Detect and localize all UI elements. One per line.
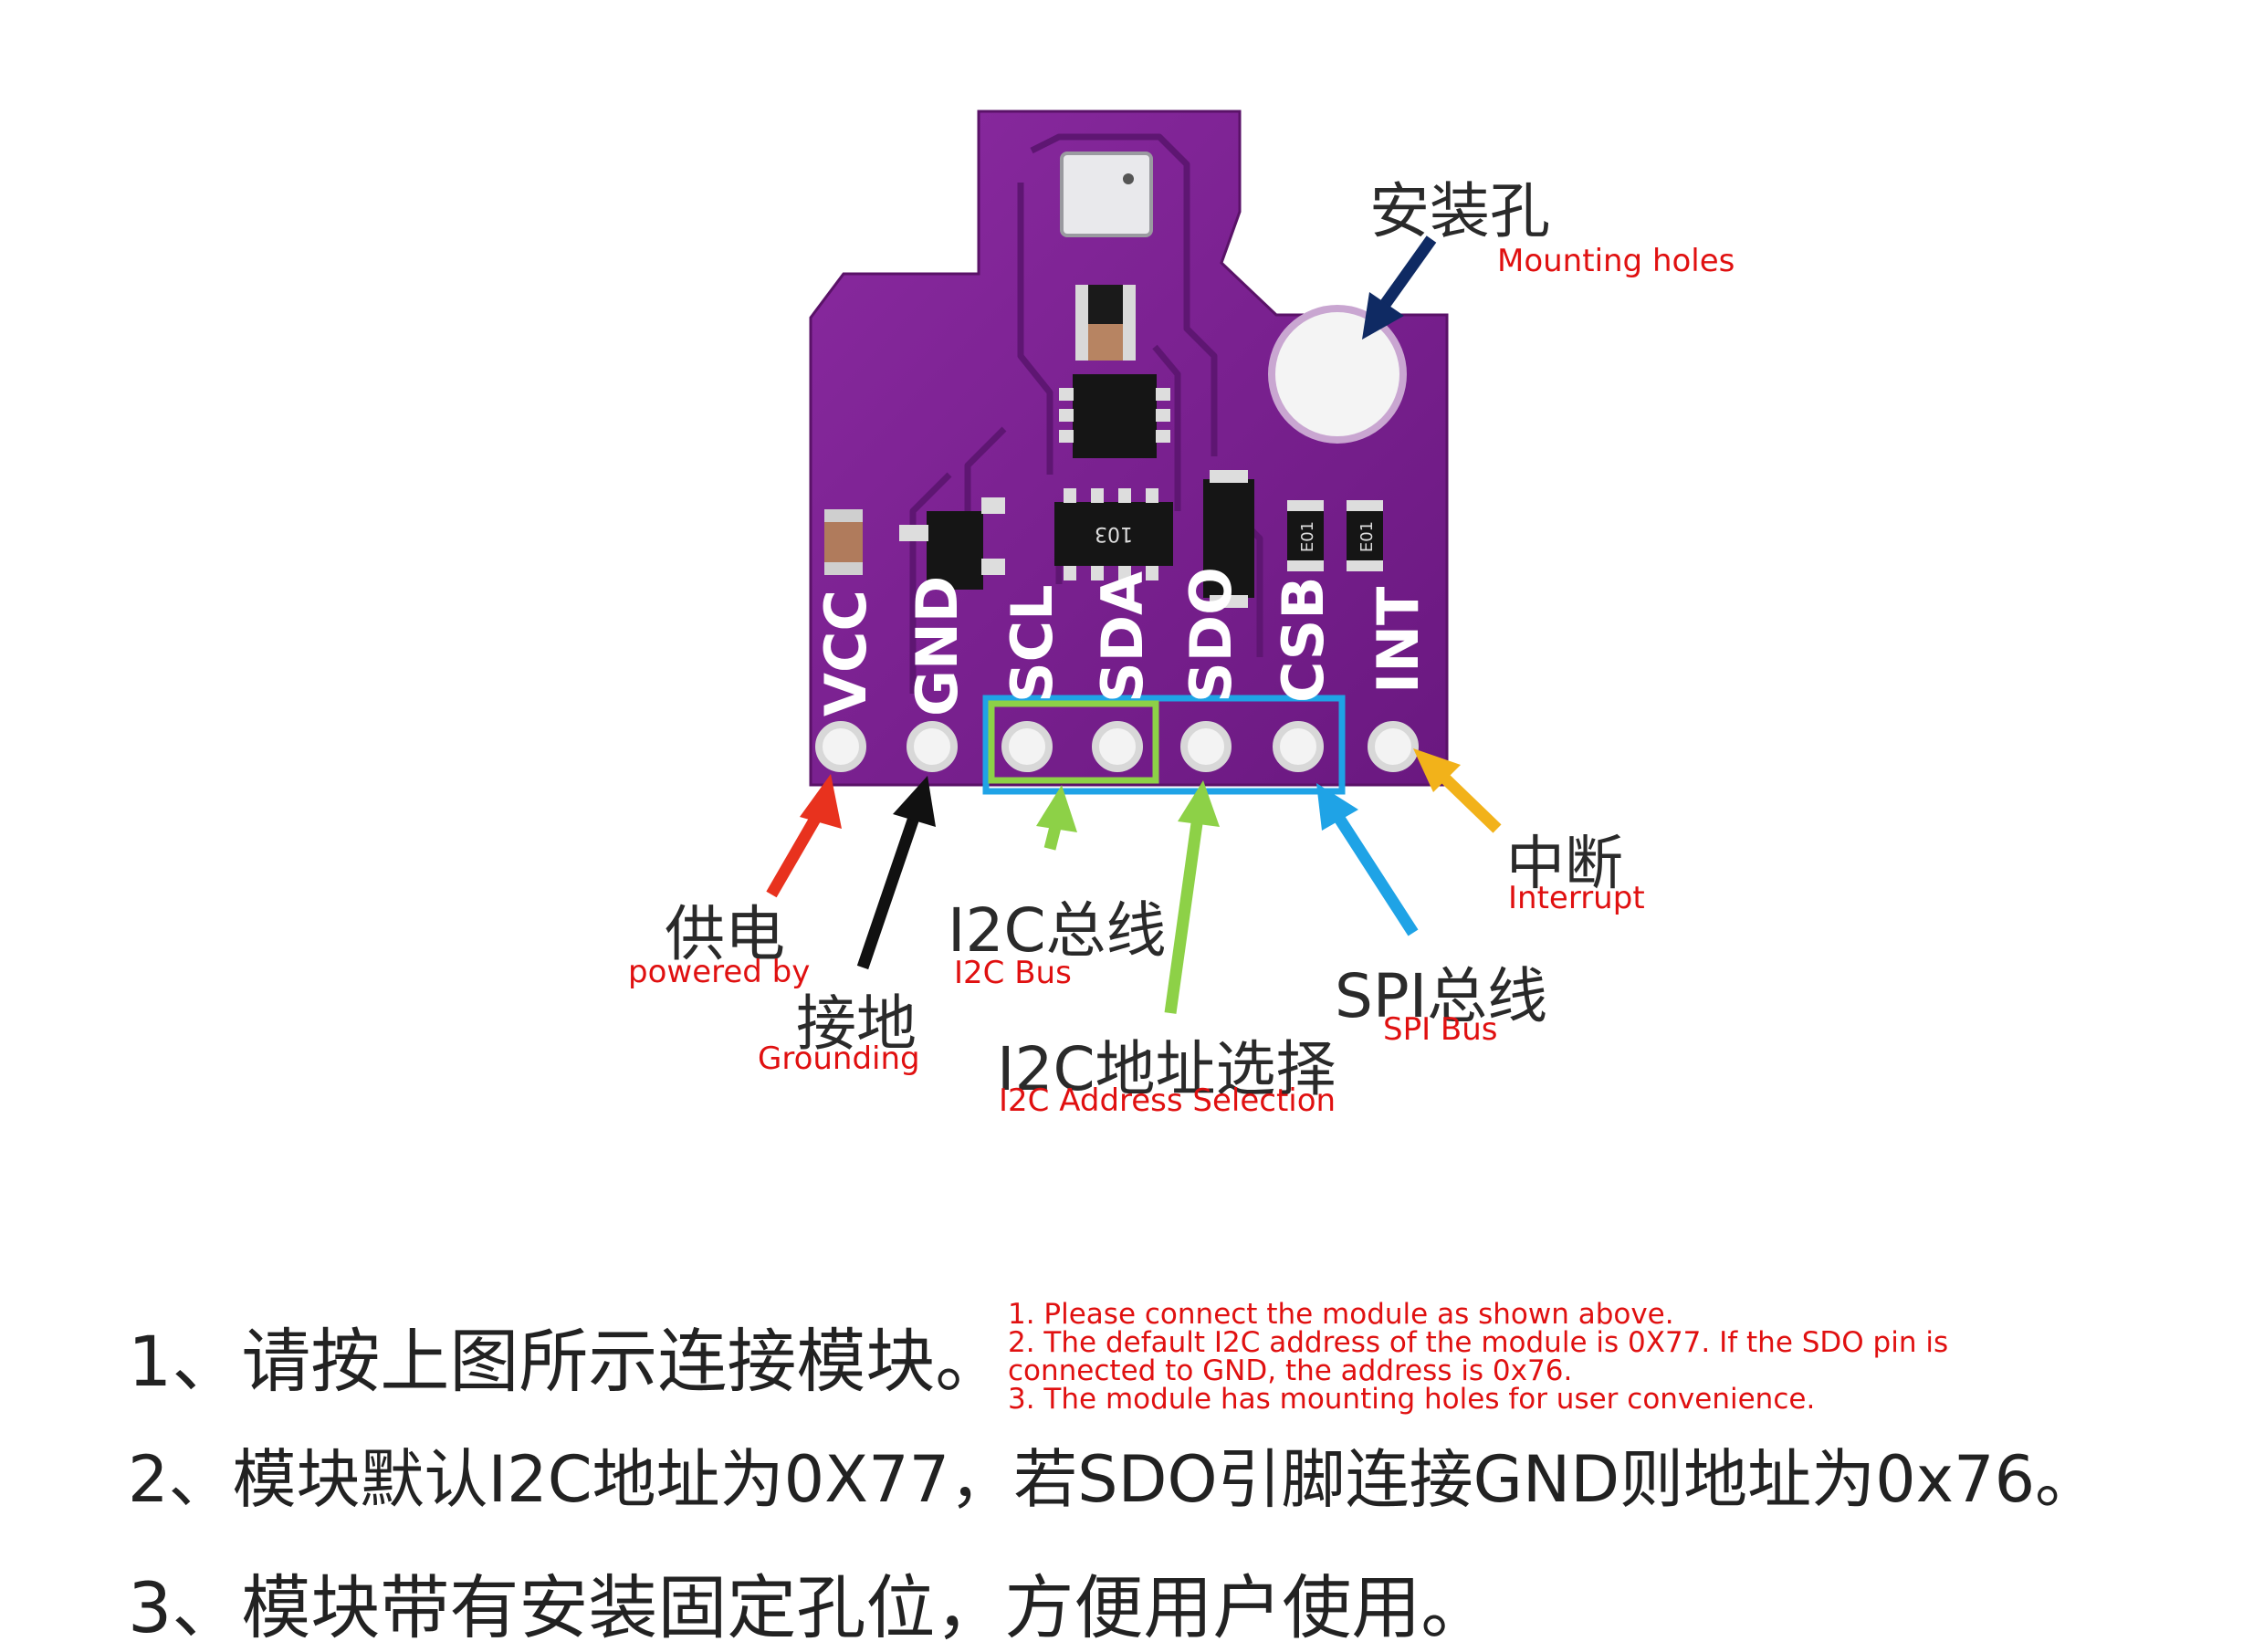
chip-mark-e01-b: E01 [1357, 521, 1377, 552]
label-i2c-bus-zh: I2C总线 [948, 895, 1167, 966]
notes-en: 1. Please connect the module as shown ab… [1008, 1301, 1948, 1414]
pin-label-sdo: SDO [1178, 567, 1244, 703]
pin-label-csb: CSB [1270, 576, 1336, 703]
label-mounting-zh: 安装孔 [1369, 176, 1550, 246]
ic-chip [1054, 488, 1173, 580]
i2c-bus-box [988, 700, 1159, 784]
note-3-zh: 3、模块带有安装固定孔位，方便用户使用。 [128, 1567, 1491, 1648]
sensor-chip [1060, 152, 1153, 237]
arrow-spi-bus [1316, 783, 1419, 936]
note-2b-en: connected to GND, the address is 0x76. [1008, 1354, 1573, 1387]
label-mounting-en: Mounting holes [1497, 243, 1735, 279]
passive-components [824, 285, 1136, 575]
pin-label-int: INT [1365, 586, 1431, 694]
mounting-hole [1268, 305, 1407, 444]
note-2-zh: 2、模块默认I2C地址为0X77，若SDO引脚连接GND则地址为0x76。 [128, 1442, 2100, 1517]
resistors [1287, 500, 1383, 571]
pin-label-sda: SDA [1089, 570, 1156, 703]
spi-bus-box [982, 695, 1346, 795]
note-3-en: 3. The module has mounting holes for use… [1008, 1383, 1816, 1416]
pin-label-scl: SCL [999, 584, 1065, 703]
diode [1203, 470, 1254, 608]
label-interrupt-en: Interrupt [1508, 880, 1645, 916]
label-i2c-address-zh: I2C地址选择 [997, 1034, 1336, 1104]
label-ground-zh: 接地 [796, 988, 917, 1059]
chip-mark-e01-a: E01 [1298, 521, 1317, 552]
regulator-chip [1059, 374, 1170, 458]
arrow-power [766, 774, 842, 898]
transistor [899, 497, 1005, 590]
label-spi-bus-zh: SPI总线 [1335, 961, 1548, 1031]
pin-label-gnd: GND [904, 575, 970, 716]
label-interrupt-zh: 中断 [1506, 831, 1623, 898]
arrow-ground [856, 776, 936, 970]
note-2-en: 2. The default I2C address of the module… [1008, 1326, 1949, 1359]
arrow-i2c-bus [1036, 785, 1077, 851]
arrow-i2c-address [1164, 780, 1220, 1014]
label-spi-bus-en: SPI Bus [1383, 1011, 1498, 1048]
note-1-en: 1. Please connect the module as shown ab… [1008, 1298, 1674, 1331]
arrow-interrupt [1413, 748, 1502, 833]
chip-mark-103: 103 [1095, 522, 1133, 545]
label-power-en: powered by [628, 954, 811, 990]
arrow-mounting [1362, 235, 1437, 340]
label-ground-en: Grounding [758, 1040, 920, 1077]
pin-holes [815, 721, 1419, 772]
label-i2c-bus-en: I2C Bus [954, 955, 1072, 991]
label-i2c-address-en: I2C Address Selection [999, 1082, 1336, 1119]
label-power-zh: 供电 [665, 899, 785, 969]
pin-label-vcc: VCC [812, 590, 879, 716]
note-1-zh: 1、请按上图所示连接模块。 [128, 1321, 1005, 1402]
